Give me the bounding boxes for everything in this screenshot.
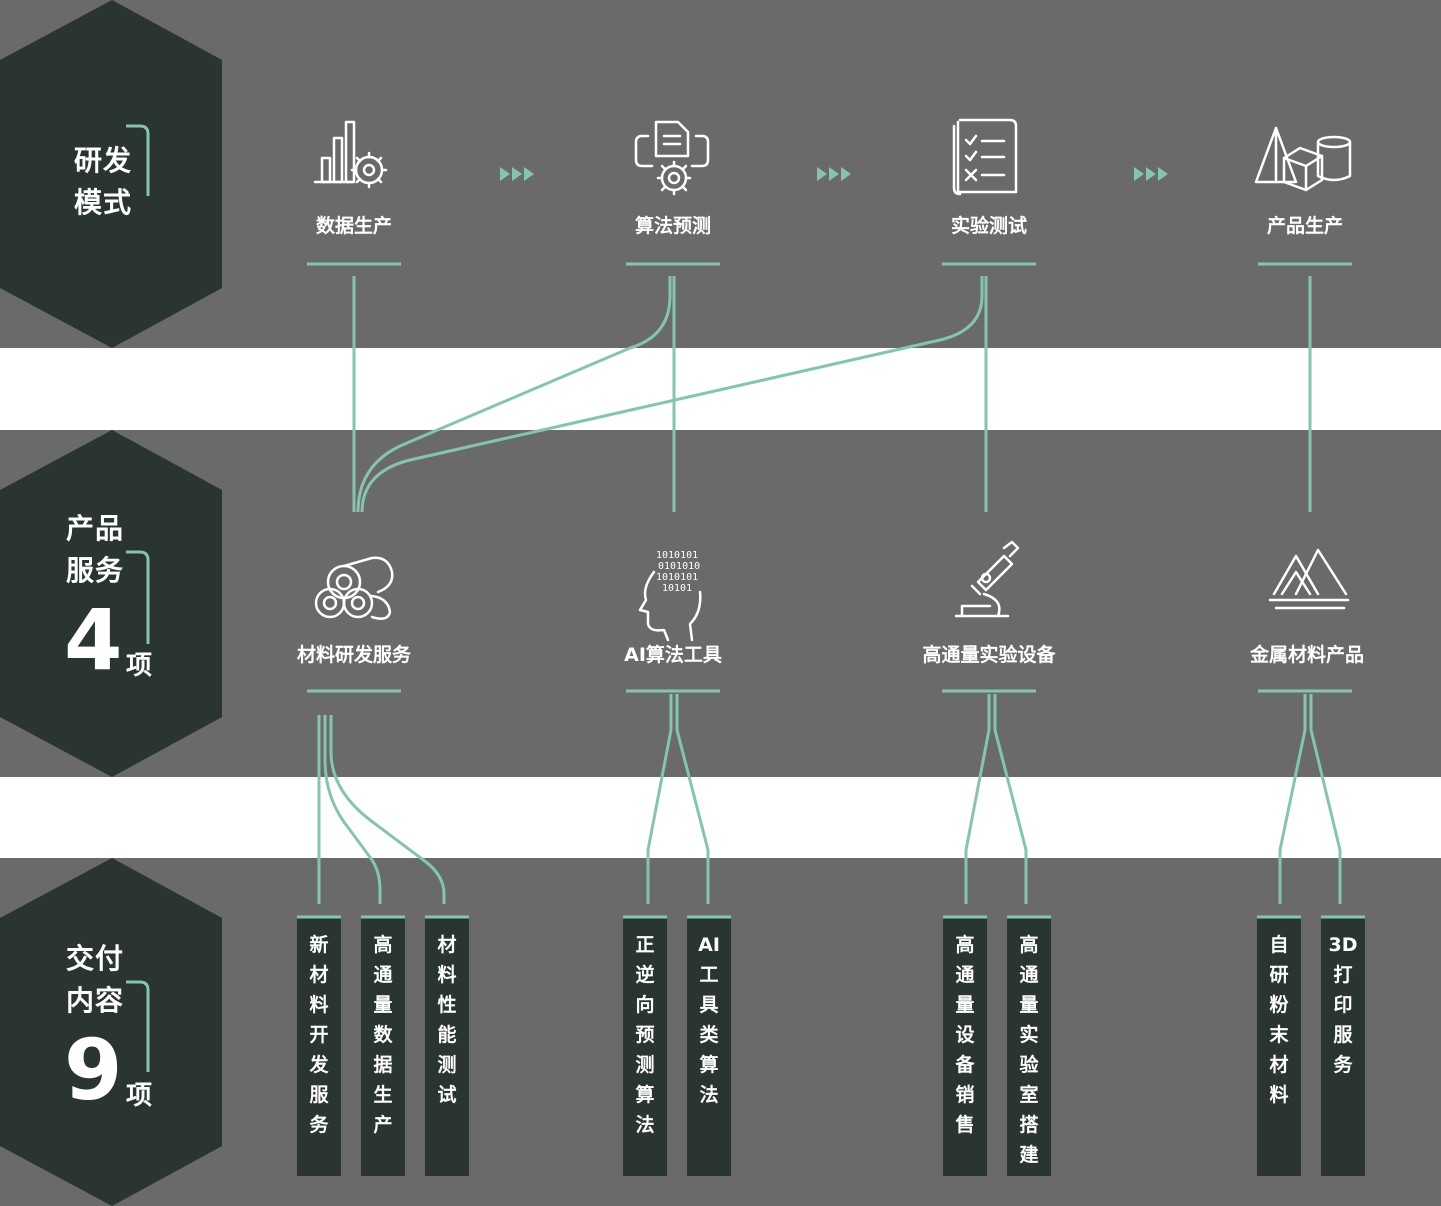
link-metal-to-d8 bbox=[1278, 694, 1307, 904]
link-equipment-to-d6 bbox=[964, 694, 991, 904]
deliverable-columns bbox=[297, 915, 1365, 1176]
deliverable-column bbox=[687, 916, 731, 1176]
deliverables-hexagon bbox=[0, 858, 222, 1206]
deliverable-material-performance-test: 材料性能测试 bbox=[437, 934, 457, 1106]
ai-head-binary-icon bbox=[638, 570, 702, 642]
product-count-unit: 项 bbox=[126, 651, 153, 681]
svg-text:10101: 10101 bbox=[662, 583, 692, 594]
deliverables-count-unit: 项 bbox=[126, 1081, 153, 1111]
rd-mode-label: 研发 模式 bbox=[74, 140, 132, 224]
product-service-label: 产品 服务 bbox=[66, 508, 124, 592]
rd-step-product-production: 产品生产 bbox=[1266, 215, 1343, 237]
link-ai-to-d5 bbox=[675, 694, 710, 904]
algorithm-gear-icon bbox=[634, 120, 710, 196]
product-count: 4 bbox=[64, 591, 123, 689]
product-bracket bbox=[126, 550, 150, 644]
link-material-to-d2 bbox=[323, 715, 382, 904]
flow-arrows bbox=[500, 167, 1168, 181]
deliverable-column bbox=[425, 916, 469, 1176]
rd-step-algorithm-prediction: 算法预测 bbox=[634, 215, 711, 237]
metal-mountain-icon bbox=[1268, 548, 1350, 610]
product-metal-material: 金属材料产品 bbox=[1249, 644, 1364, 666]
deliverable-new-material-dev: 新材料开发服务 bbox=[309, 934, 329, 1136]
deliverable-column bbox=[361, 916, 405, 1176]
deliverable-column bbox=[1007, 916, 1051, 1176]
deliverable-column bbox=[297, 916, 341, 1176]
svg-text:0101010: 0101010 bbox=[658, 561, 700, 572]
shapes-icon bbox=[1254, 126, 1352, 192]
deliverable-column bbox=[623, 916, 667, 1176]
link-test-to-material bbox=[360, 276, 984, 513]
deliverable-self-developed-powder: 自研粉末材料 bbox=[1269, 934, 1289, 1106]
deliverable-ht-data-production: 高通量数据生产 bbox=[373, 934, 393, 1136]
deliverable-column bbox=[943, 916, 987, 1176]
rd-bracket bbox=[126, 124, 150, 196]
deliverables-bracket bbox=[126, 980, 150, 1072]
flow-arrow-icon bbox=[500, 167, 534, 181]
deliverables-label-line1: 交付 bbox=[66, 942, 125, 975]
svg-text:1010101: 1010101 bbox=[656, 572, 698, 583]
rd-mode-label-line2: 模式 bbox=[74, 186, 133, 219]
product-service-band bbox=[0, 430, 1441, 777]
deliverable-forward-inverse-algorithm: 正逆向预测算法 bbox=[635, 934, 655, 1136]
link-ai-to-d4 bbox=[646, 694, 673, 904]
rd-mode-hexagon bbox=[0, 0, 222, 348]
data-chart-gear-icon bbox=[313, 120, 388, 189]
product-service-hexagon bbox=[0, 430, 222, 777]
flow-arrow-icon bbox=[1134, 167, 1168, 181]
link-algo-to-material bbox=[356, 276, 672, 513]
deliverables-count: 9 bbox=[64, 1021, 123, 1119]
rd-step-data-production: 数据生产 bbox=[315, 215, 392, 237]
material-pipes-icon bbox=[314, 556, 394, 620]
product-service-label-line1: 产品 bbox=[66, 512, 125, 545]
link-metal-to-d9 bbox=[1309, 694, 1342, 904]
rd-mode-label-line1: 研发 bbox=[74, 144, 133, 177]
binary-text: 1010101 0101010 1010101 10101 bbox=[656, 550, 700, 594]
checklist-icon bbox=[952, 118, 1018, 196]
deliverables-label-line2: 内容 bbox=[66, 984, 125, 1017]
flow-arrow-icon bbox=[817, 167, 851, 181]
link-equipment-to-d7 bbox=[993, 694, 1028, 904]
rd-step-experiment-test: 实验测试 bbox=[950, 215, 1027, 237]
deliverable-ht-equipment-sales: 高通量设备销售 bbox=[955, 934, 975, 1136]
rd-mode-band bbox=[0, 0, 1441, 348]
product-material-rd-service: 材料研发服务 bbox=[296, 644, 411, 666]
deliverables-label: 交付 内容 bbox=[66, 938, 124, 1022]
svg-text:1010101: 1010101 bbox=[656, 550, 698, 561]
deliverable-column bbox=[1321, 916, 1365, 1176]
connectors bbox=[307, 262, 1352, 904]
product-high-throughput-equipment: 高通量实验设备 bbox=[922, 644, 1056, 666]
product-service-label-line2: 服务 bbox=[66, 554, 125, 587]
link-material-to-d3 bbox=[329, 715, 446, 904]
product-ai-algorithm-tool: AI算法工具 bbox=[624, 644, 722, 666]
deliverable-column bbox=[1257, 916, 1301, 1176]
microscope-icon bbox=[954, 540, 1020, 618]
deliverable-ht-lab-build: 高通量实验室搭建 bbox=[1019, 934, 1039, 1166]
